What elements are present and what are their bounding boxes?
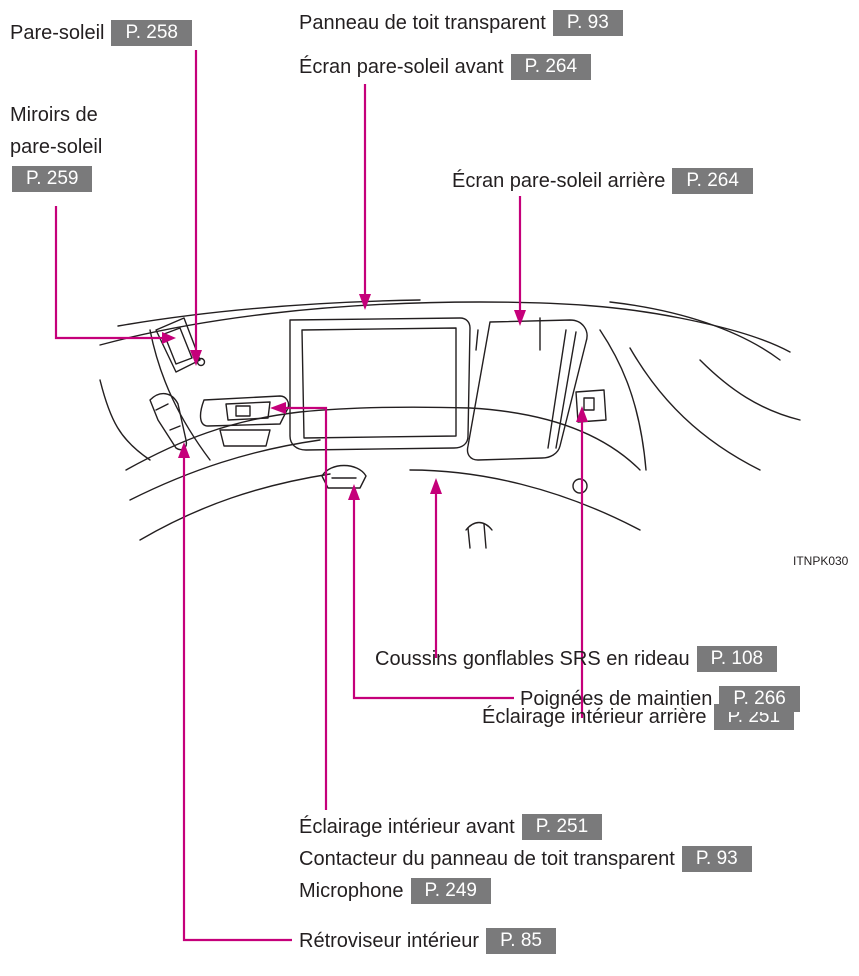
label-microphone: Microphone P. 249 (299, 878, 491, 904)
rear-interior-light-text: Éclairage intérieur arrière (482, 706, 707, 728)
figure-code: ITNPK030 (793, 554, 849, 568)
rear-sunshade-page-badge[interactable]: P. 264 (672, 168, 753, 194)
label-moon-roof-panel: Panneau de toit transparent P. 93 (299, 10, 623, 36)
rear-sunshade-text: Écran pare-soleil arrière (452, 170, 666, 192)
vanity-mirrors-text-1: Miroirs de (10, 104, 98, 126)
moon-roof-panel-text: Panneau de toit transparent (299, 12, 546, 34)
label-vanity-mirrors-line1: Miroirs de (10, 102, 98, 128)
sun-visor-page-badge[interactable]: P. 258 (111, 20, 192, 46)
assist-grips-page-badge[interactable]: P. 266 (719, 686, 800, 712)
vanity-mirrors-page-badge[interactable]: P. 259 (12, 166, 93, 192)
rear-view-mirror-page-badge[interactable]: P. 85 (486, 928, 556, 954)
label-front-interior-light: Éclairage intérieur avant P. 251 (299, 814, 603, 840)
leader-arrowheads (162, 294, 588, 500)
microphone-page-badge[interactable]: P. 249 (410, 878, 491, 904)
moon-roof-switch-text: Contacteur du panneau de toit transparen… (299, 848, 675, 870)
vanity-mirrors-text-2: pare-soleil (10, 136, 103, 158)
front-sunshade-page-badge[interactable]: P. 264 (510, 54, 592, 80)
curtain-airbags-page-badge[interactable]: P. 108 (696, 646, 778, 672)
label-vanity-mirrors-line2: pare-soleil (10, 134, 102, 160)
label-rear-view-mirror: Rétroviseur intérieur P. 85 (299, 928, 556, 954)
label-curtain-airbags: Coussins gonflables SRS en rideau P. 108 (375, 646, 778, 672)
label-front-sunshade: Écran pare-soleil avant P. 264 (299, 54, 592, 80)
label-rear-sunshade: Écran pare-soleil arrière P. 264 (452, 168, 753, 194)
front-interior-light-text: Éclairage intérieur avant (299, 816, 515, 838)
curtain-airbags-text: Coussins gonflables SRS en rideau (375, 648, 690, 670)
label-sun-visor: Pare-soleil P. 258 (10, 20, 192, 46)
microphone-text: Microphone (299, 880, 404, 902)
sun-visor-text: Pare-soleil (10, 22, 105, 44)
label-moon-roof-switch: Contacteur du panneau de toit transparen… (299, 846, 752, 872)
moon-roof-panel-page-badge[interactable]: P. 93 (552, 10, 623, 36)
leader-lines (54, 50, 584, 942)
front-interior-light-page-badge[interactable]: P. 251 (521, 814, 603, 840)
rear-view-mirror-text: Rétroviseur intérieur (299, 930, 480, 952)
assist-grips-text: Poignées de maintien (520, 688, 713, 710)
front-sunshade-text: Écran pare-soleil avant (299, 56, 504, 78)
moon-roof-switch-page-badge[interactable]: P. 93 (681, 846, 752, 872)
label-vanity-mirrors-page: P. 259 (12, 166, 93, 192)
ceiling-drawing (99, 299, 801, 549)
label-assist-grips: Poignées de maintien P. 266 (520, 686, 800, 712)
